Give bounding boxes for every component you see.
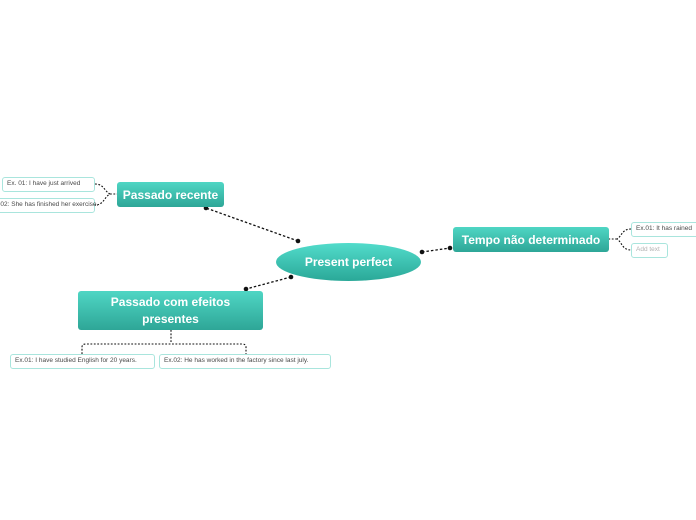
connector-dot [295,238,301,244]
leaf-recente-example-1[interactable]: Ex. 01: I have just arrived [2,177,95,192]
connector-central-efeitos [245,276,292,290]
leaf-tempo-example-1[interactable]: Ex.01: It has rained [631,222,696,237]
connector-dot [288,274,294,280]
connector-dot [243,286,249,292]
connector-tempo-leaves [609,228,632,251]
connector-dot [447,245,453,251]
leaf-recente-example-2[interactable]: Ex.02: She has finished her exercise. [0,198,98,213]
connector-recente-leaves [94,183,117,206]
leaf-efeitos-example-1[interactable]: Ex.01: I have studied English for 20 yea… [10,354,155,369]
leaf-tempo-add-text[interactable]: Add text [631,243,668,258]
topic-passado-recente[interactable]: Passado recente [117,182,224,207]
connector-central-recente [205,207,299,242]
leaf-efeitos-example-2[interactable]: Ex.02: He has worked in the factory sinc… [159,354,331,369]
topic-tempo-nao-determinado[interactable]: Tempo não determinado [453,227,609,252]
connector-dot [419,249,425,255]
central-topic[interactable]: Present perfect [276,243,421,281]
connector-efeitos-leaves [81,330,247,354]
connector-central-tempo [421,247,451,253]
topic-passado-com-efeitos-presentes[interactable]: Passado com efeitos presentes [78,291,263,330]
